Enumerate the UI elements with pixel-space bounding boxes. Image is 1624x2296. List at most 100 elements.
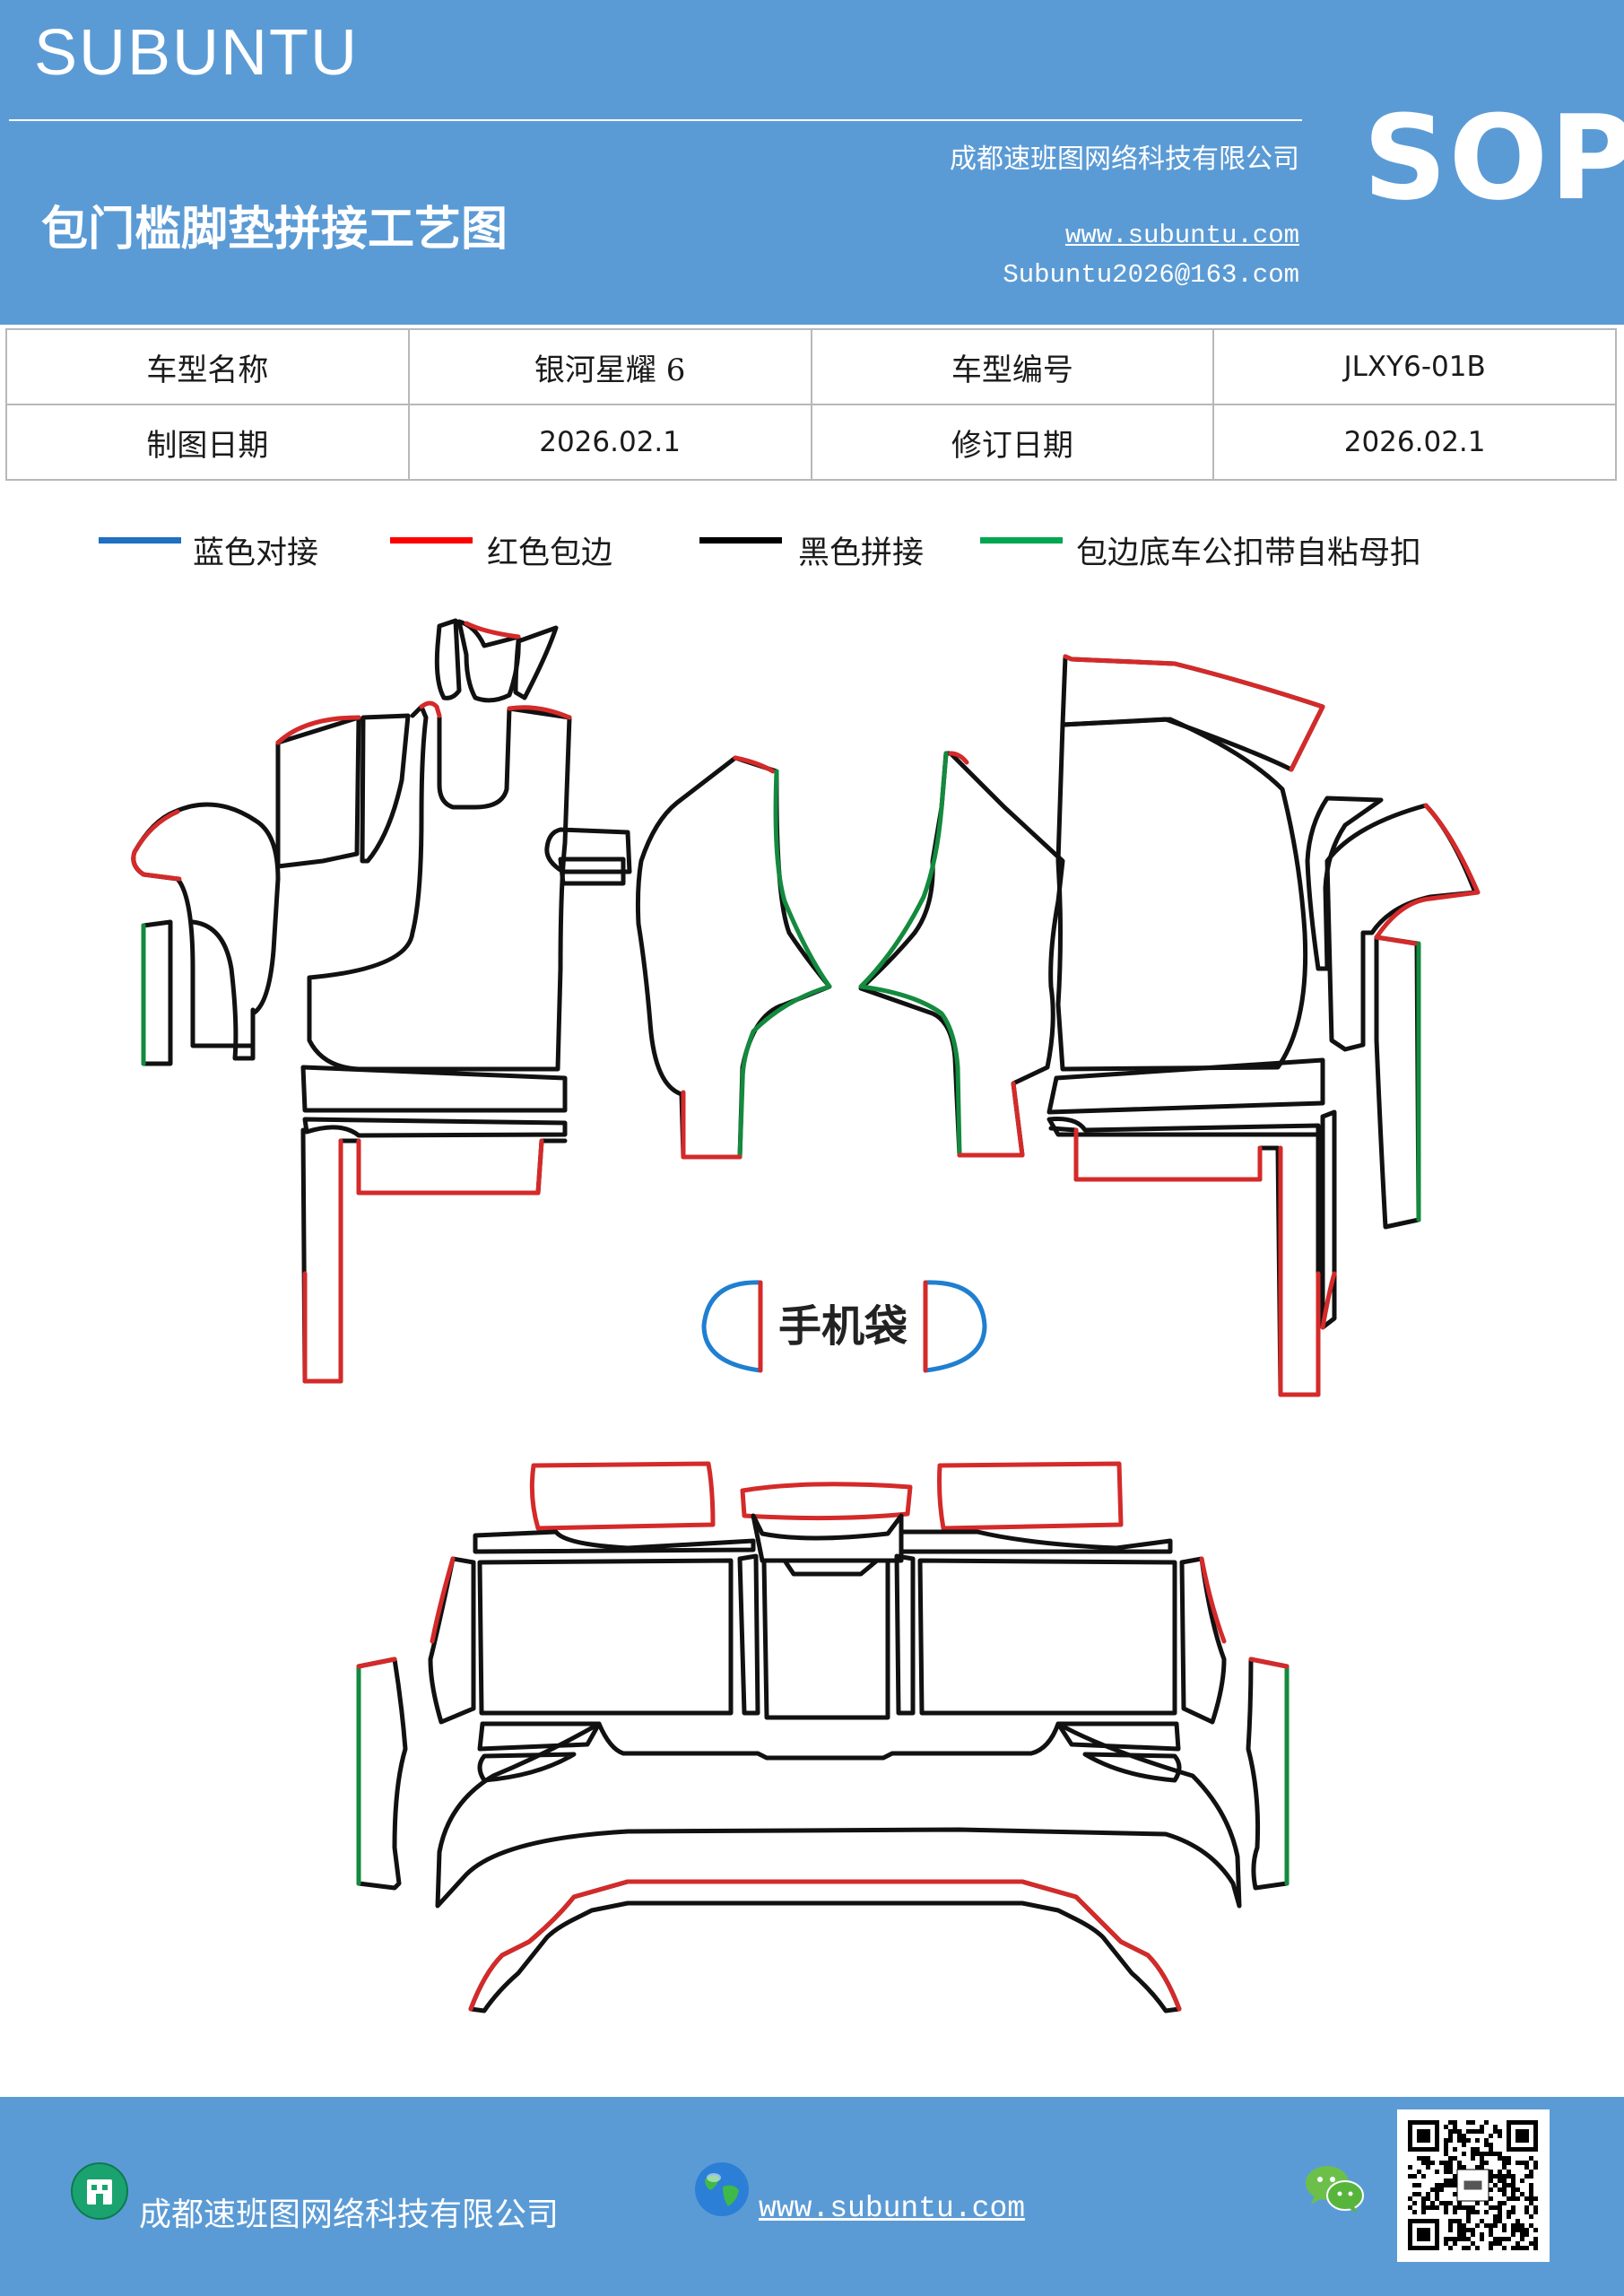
header-email: Subuntu2026@163.com <box>1003 260 1299 290</box>
rear-left-pillar-red-edge <box>430 1556 456 1644</box>
left-front-mat-group <box>131 618 632 1384</box>
left-tunnel-green-edge <box>737 769 832 1160</box>
legend-label-green: 包边底车公扣带自粘母扣 <box>1076 535 1422 571</box>
right-front-mat-group <box>1046 654 1481 1397</box>
legend-item-green: 包边底车公扣带自粘母扣 <box>980 520 1482 579</box>
left-tunnel-red-bottom <box>681 1090 743 1160</box>
footer-website-link[interactable]: www.subuntu.com <box>759 2192 1026 2225</box>
header-divider <box>9 119 1302 121</box>
rear-right-lower-pad-2 <box>1082 1752 1182 1783</box>
table-cell-draw-date-value: 2026.02.1 <box>407 404 812 481</box>
table-cell-revision-date-value: 2026.02.1 <box>1212 404 1617 481</box>
rear-middle-top-strip <box>751 1513 904 1563</box>
rear-left-lower-pad <box>477 1721 602 1752</box>
header-website-link[interactable]: www.subuntu.com <box>1064 221 1299 250</box>
driver-side-tab-inner <box>558 857 626 886</box>
phone-pocket-right-cap <box>923 1280 987 1373</box>
header-banner: SUBUNTU 成都速班图网络科技有限公司 包门槛脚垫拼接工艺图 www.sub… <box>0 0 1624 325</box>
driver-center-red-top-right <box>507 705 572 720</box>
left-side-strip <box>141 919 173 1066</box>
globe-icon <box>695 2162 749 2216</box>
table-row: 车型名称 银河星耀 6 车型编号 JLXY6-01B <box>5 328 1617 405</box>
right-tunnel-green-edge <box>858 751 962 1158</box>
legend-item-red: 红色包边 <box>390 520 623 579</box>
driver-center-mat <box>307 704 572 1072</box>
rear-right-outer-red-top <box>1248 1657 1290 1669</box>
passenger-rear-strip <box>1320 1109 1337 1330</box>
phone-pocket-label: 手机袋 <box>778 1301 908 1352</box>
left-tunnel-piece <box>635 755 832 1160</box>
rear-left-lower-pad-2 <box>477 1752 577 1783</box>
passenger-side-strip <box>1374 935 1421 1230</box>
passenger-door-sill-red-edge <box>1374 803 1481 940</box>
driver-footrest-red-edge <box>464 621 521 639</box>
rear-left-top-pad <box>529 1461 716 1531</box>
sop-badge: SOP <box>1363 90 1624 226</box>
legend-swatch-green <box>980 537 1063 544</box>
rear-right-top-strip <box>899 1529 1173 1554</box>
right-tunnel-red-top <box>948 751 969 765</box>
rear-right-top-pad <box>937 1461 1124 1531</box>
legend-swatch-red <box>390 537 473 544</box>
legend-label-black: 黑色拼接 <box>798 535 925 571</box>
rear-left-top-strip <box>473 1529 756 1554</box>
table-cell-model-code-value: JLXY6-01B <box>1212 328 1617 405</box>
table-cell-draw-date-label: 制图日期 <box>5 404 410 481</box>
table-cell-revision-date-label: 修订日期 <box>810 404 1215 481</box>
rear-left-outer-red-top <box>356 1657 397 1669</box>
passenger-top-pad <box>1060 654 1325 772</box>
passenger-front-strip-1 <box>1046 1057 1325 1115</box>
footer-company-name: 成都速班图网络科技有限公司 <box>139 2196 560 2233</box>
passenger-front-strip-2 <box>1046 1117 1321 1137</box>
legend-swatch-blue <box>99 537 181 544</box>
rear-right-pillar-red-edge <box>1199 1556 1227 1644</box>
rear-left-divider <box>737 1553 760 1716</box>
legend-item-blue: 蓝色对接 <box>99 520 332 579</box>
building-icon <box>71 2162 128 2220</box>
rear-left-pillar <box>428 1556 476 1725</box>
passenger-door-base <box>1048 1126 1321 1397</box>
driver-main-mat-red-edge <box>275 715 361 745</box>
legend-swatch-black <box>699 537 782 544</box>
passenger-main-mat <box>1055 717 1308 1072</box>
driver-inner-divider <box>360 713 411 864</box>
left-inner-strip <box>190 919 256 1061</box>
rear-left-outer-piece <box>356 1657 408 1891</box>
color-legend: 蓝色对接 红色包边 黑色拼接 包边底车公扣带自粘母扣 <box>0 520 1624 579</box>
rear-right-divider <box>894 1553 916 1716</box>
rear-left-seat-panel <box>477 1558 734 1716</box>
driver-door-base-red-edge <box>356 1138 544 1196</box>
driver-front-strip-1 <box>300 1065 568 1113</box>
passenger-right-upper <box>1305 796 1384 971</box>
center-tunnel-group <box>635 751 1065 1160</box>
rear-lower-arch-red-bottom <box>468 1879 1182 2012</box>
right-tunnel-red-bottom <box>957 1081 1025 1158</box>
legend-item-black: 黑色拼接 <box>699 520 933 579</box>
document-title: 包门槛脚垫拼接工艺图 <box>41 202 508 257</box>
legend-label-red: 红色包边 <box>487 535 613 571</box>
rear-right-pillar <box>1179 1556 1227 1725</box>
rear-right-seat-panel <box>917 1558 1177 1716</box>
passenger-rear-strip-red <box>1320 1271 1337 1330</box>
phone-pocket-group <box>701 1280 987 1373</box>
rear-lower-arch <box>468 1879 1182 2013</box>
driver-front-strip-2 <box>302 1117 568 1138</box>
qr-code[interactable] <box>1397 2109 1550 2262</box>
driver-door-base-red-left <box>302 1138 343 1384</box>
floor-mat-splice-diagram: 手机袋 <box>131 618 1481 2013</box>
rear-middle-top-pad <box>740 1482 913 1521</box>
table-cell-model-code-label: 车型编号 <box>810 328 1215 405</box>
passenger-side-red-tip <box>1374 935 1418 946</box>
table-cell-model-name-value: 银河星耀 6 <box>407 328 812 405</box>
table-row: 制图日期 2026.02.1 修订日期 2026.02.1 <box>5 404 1617 481</box>
left-tunnel-red-top <box>733 755 776 774</box>
driver-accelerator-pad <box>434 618 462 700</box>
phone-pocket-left-cap <box>701 1280 763 1373</box>
passenger-door-base-red-right <box>1278 1145 1321 1397</box>
driver-heel-pad <box>513 625 559 700</box>
header-company-name: 成都速班图网络科技有限公司 <box>950 144 1299 175</box>
legend-label-blue: 蓝色对接 <box>193 535 319 571</box>
vehicle-info-table: 车型名称 银河星耀 6 车型编号 JLXY6-01B 制图日期 2026.02.… <box>5 328 1617 481</box>
rear-right-outer-piece <box>1246 1657 1290 1891</box>
